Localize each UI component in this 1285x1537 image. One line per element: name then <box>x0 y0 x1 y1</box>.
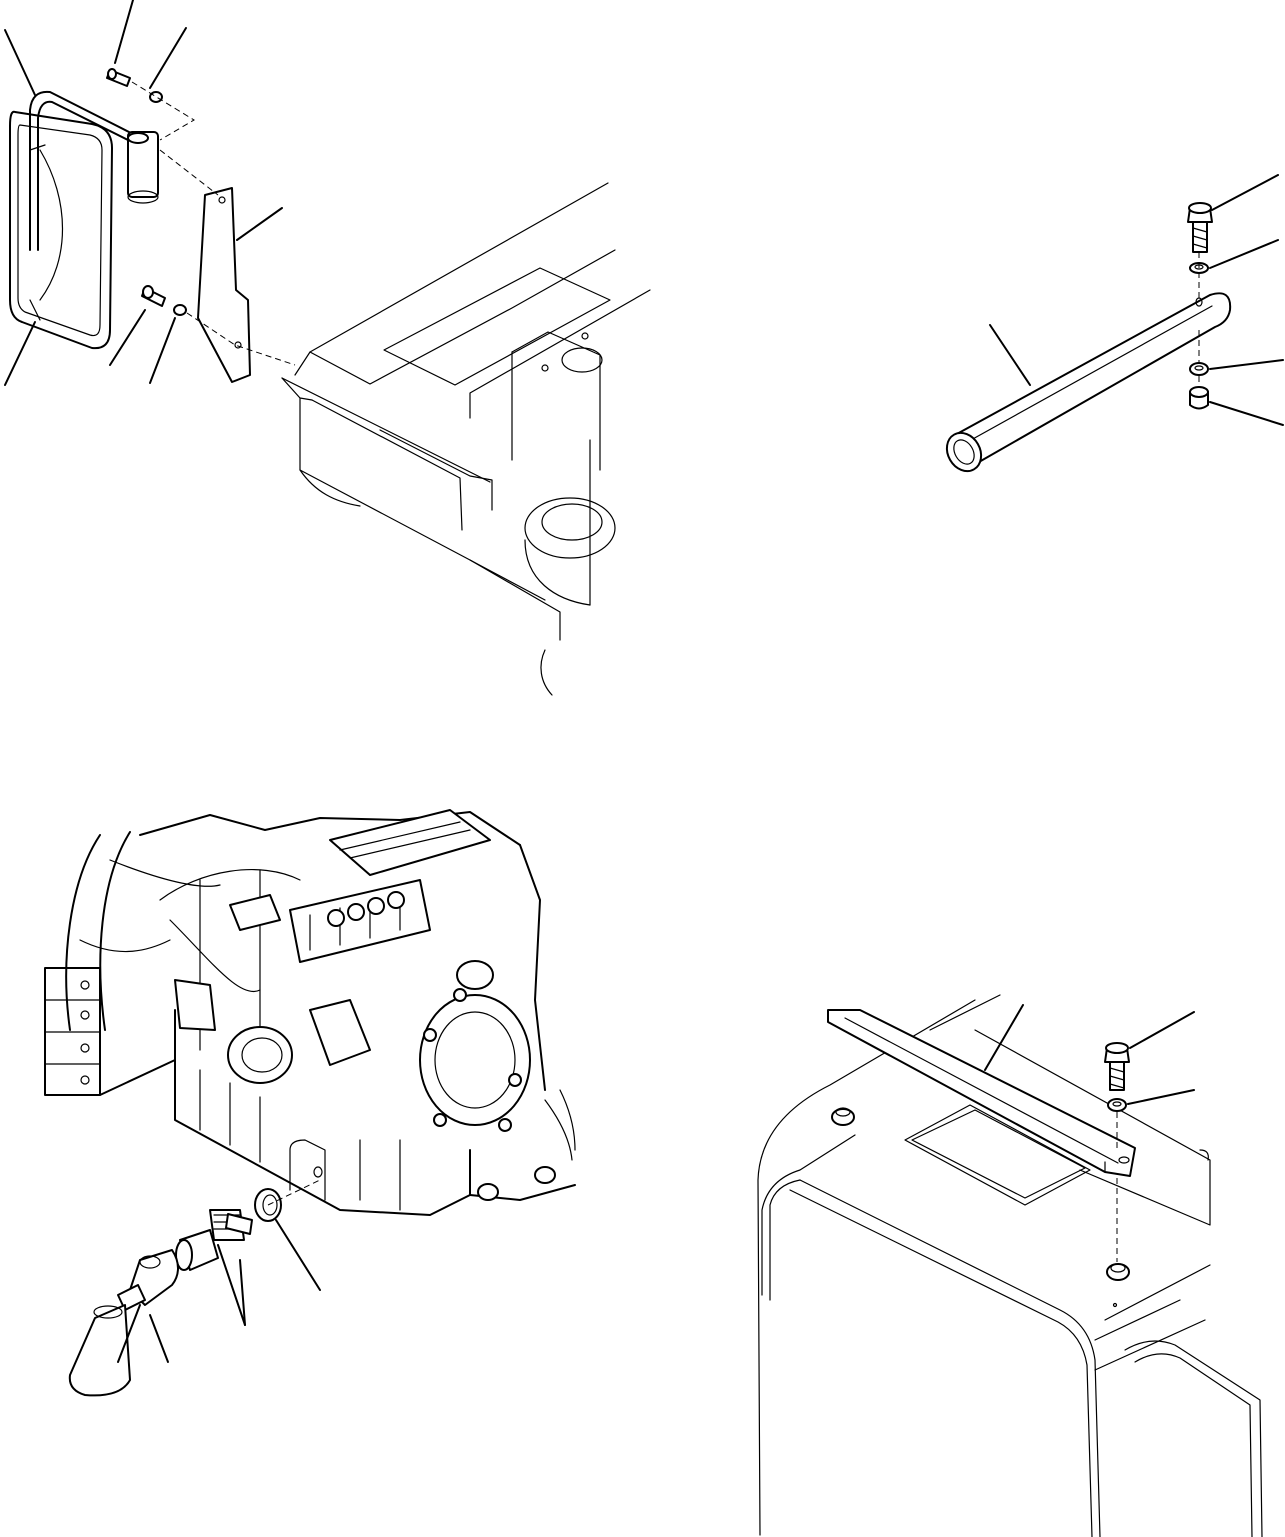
tube-assembly-panel <box>945 174 1284 473</box>
roof-fasteners <box>1104 1042 1130 1112</box>
sensor-leader-lines <box>117 1219 321 1363</box>
cab-roof-panel <box>757 994 1263 1537</box>
rear-view-mirror <box>9 110 113 350</box>
tube-fasteners <box>1187 202 1213 410</box>
engine-sensor-panel <box>44 809 576 1397</box>
tube <box>945 292 1232 473</box>
roof-bracket <box>827 1009 1136 1177</box>
mirror-bracket <box>197 187 251 383</box>
engine-block <box>44 809 576 1216</box>
cab-roof <box>757 994 1263 1537</box>
mirror-stay-rod <box>29 90 159 251</box>
machine-frame-body <box>281 182 651 696</box>
tube-leader-lines <box>989 174 1284 426</box>
mirror-assembly-panel <box>4 0 651 696</box>
roof-leader-lines <box>984 1004 1195 1105</box>
sensor-parts <box>68 1188 282 1397</box>
mirror-leader-lines <box>4 0 283 386</box>
